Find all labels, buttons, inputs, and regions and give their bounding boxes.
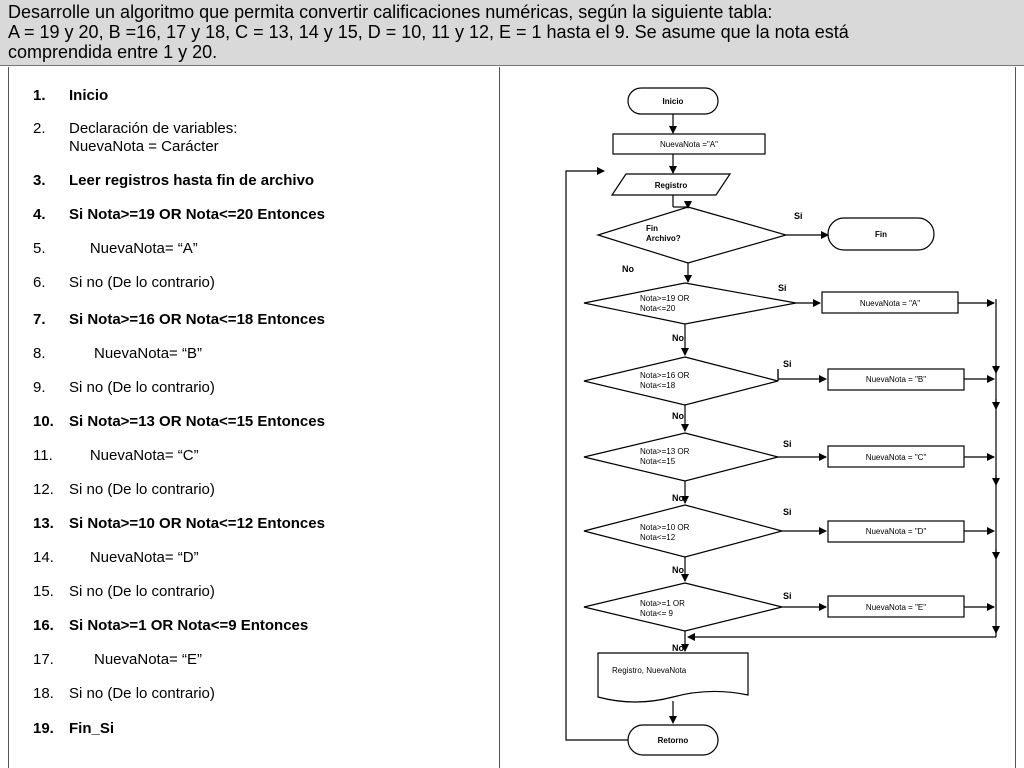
step-3: 3.Leer registros hasta fin de archivo xyxy=(33,172,315,189)
flowchart-panel: Inicio NuevaNota ="A" Registro Fin Archi… xyxy=(500,67,1016,768)
step-18: 18.Si no (De lo contrario) xyxy=(33,685,215,702)
assign-c-label: NuevaNota = "C" xyxy=(866,453,927,462)
step-7: 7.Si Nota>=16 OR Nota<=18 Entonces xyxy=(33,311,325,328)
eof-yes-label: Si xyxy=(794,211,803,221)
init-label: NuevaNota ="A" xyxy=(660,140,718,149)
step-8: 8. NuevaNota= “B” xyxy=(33,345,202,362)
decision-b xyxy=(583,356,779,406)
read-input xyxy=(610,173,732,196)
cond-b-line-1: Nota>=16 OR xyxy=(640,371,690,380)
step-6: 6.Si no (De lo contrario) xyxy=(33,274,215,291)
cond-d-no-label: No xyxy=(672,565,684,575)
step-14: 14. NuevaNota= “D” xyxy=(33,549,199,566)
eof-decision xyxy=(595,206,789,264)
cond-a-yes-label: Si xyxy=(778,283,787,293)
decision-a xyxy=(583,282,797,325)
cond-b-line-2: Nota<=18 xyxy=(640,381,676,390)
assign-e-label: NuevaNota = "E" xyxy=(866,603,926,612)
end-terminal xyxy=(827,217,935,251)
statement-line-1: Desarrolle un algoritmo que permita conv… xyxy=(8,2,773,22)
init-process xyxy=(612,133,766,155)
step-4: 4.Si Nota>=19 OR Nota<=20 Entonces xyxy=(33,206,325,223)
step-5: 5. NuevaNota= “A” xyxy=(33,240,198,257)
cond-d-line-1: Nota>=10 OR xyxy=(640,523,690,532)
cond-e-no-label: No xyxy=(672,643,684,653)
assign-a-label: NuevaNota = "A" xyxy=(860,299,920,308)
cond-e-line-1: Nota>=1 OR xyxy=(640,599,685,608)
cond-b-no-label: No xyxy=(672,411,684,421)
step-19: 19.Fin_Si xyxy=(33,720,115,737)
step-11: 11. NuevaNota= “C” xyxy=(33,447,199,464)
cond-a-line-2: Nota<=20 xyxy=(640,304,676,313)
step-2: 2.Declaración de variables:NuevaNota = C… xyxy=(33,120,238,155)
step-12: 12.Si no (De lo contrario) xyxy=(33,481,215,498)
decision-c xyxy=(583,432,779,482)
cond-c-yes-label: Si xyxy=(783,439,792,449)
assign-d-label: NuevaNota = "D" xyxy=(866,527,927,536)
cond-e-line-2: Nota<= 9 xyxy=(640,609,673,618)
eof-no-label: No xyxy=(622,264,634,274)
start-label: Inicio xyxy=(663,97,684,106)
step-2-declaration: NuevaNota = Carácter xyxy=(69,138,219,155)
step-13: 13.Si Nota>=10 OR Nota<=12 Entonces xyxy=(33,515,325,532)
step-1: 1.Inicio xyxy=(33,87,109,104)
cond-c-line-2: Nota<=15 xyxy=(640,457,676,466)
return-label: Retorno xyxy=(658,736,689,745)
flowchart-svg: Inicio NuevaNota ="A" Registro Fin Archi… xyxy=(565,87,1000,756)
cond-d-line-2: Nota<=12 xyxy=(640,533,676,542)
statement-line-3: comprendida entre 1 y 20. xyxy=(8,42,218,62)
end-label: Fin xyxy=(875,230,887,239)
cond-a-line-1: Nota>=19 OR xyxy=(640,294,690,303)
cond-a-no-label: No xyxy=(672,333,684,343)
step-15: 15.Si no (De lo contrario) xyxy=(33,583,215,600)
eof-label-1: Fin xyxy=(646,224,658,233)
exercise-statement: Desarrolle un algoritmo que permita conv… xyxy=(0,0,1024,66)
statement-line-2: A = 19 y 20, B =16, 17 y 18, C = 13, 14 … xyxy=(8,22,849,42)
read-label: Registro xyxy=(655,181,688,190)
eof-label-2: Archivo? xyxy=(646,234,681,243)
step-16: 16.Si Nota>=1 OR Nota<=9 Entonces xyxy=(33,617,309,634)
cond-b-yes-label: Si xyxy=(783,359,792,369)
cond-c-line-1: Nota>=13 OR xyxy=(640,447,690,456)
step-17: 17. NuevaNota= “E” xyxy=(33,651,202,668)
step-9: 9.Si no (De lo contrario) xyxy=(33,379,215,396)
step-10: 10.Si Nota>=13 OR Nota<=15 Entonces xyxy=(33,413,325,430)
output-document xyxy=(597,652,749,703)
cond-e-yes-label: Si xyxy=(783,591,792,601)
cond-d-yes-label: Si xyxy=(783,507,792,517)
loop-back-line xyxy=(565,170,628,741)
pseudocode-panel: 1.Inicio 2.Declaración de variables:Nuev… xyxy=(8,67,500,768)
cond-c-no-label: No xyxy=(672,493,684,503)
assign-b-label: NuevaNota = "B" xyxy=(866,375,926,384)
output-label: Registro, NuevaNota xyxy=(612,666,687,675)
